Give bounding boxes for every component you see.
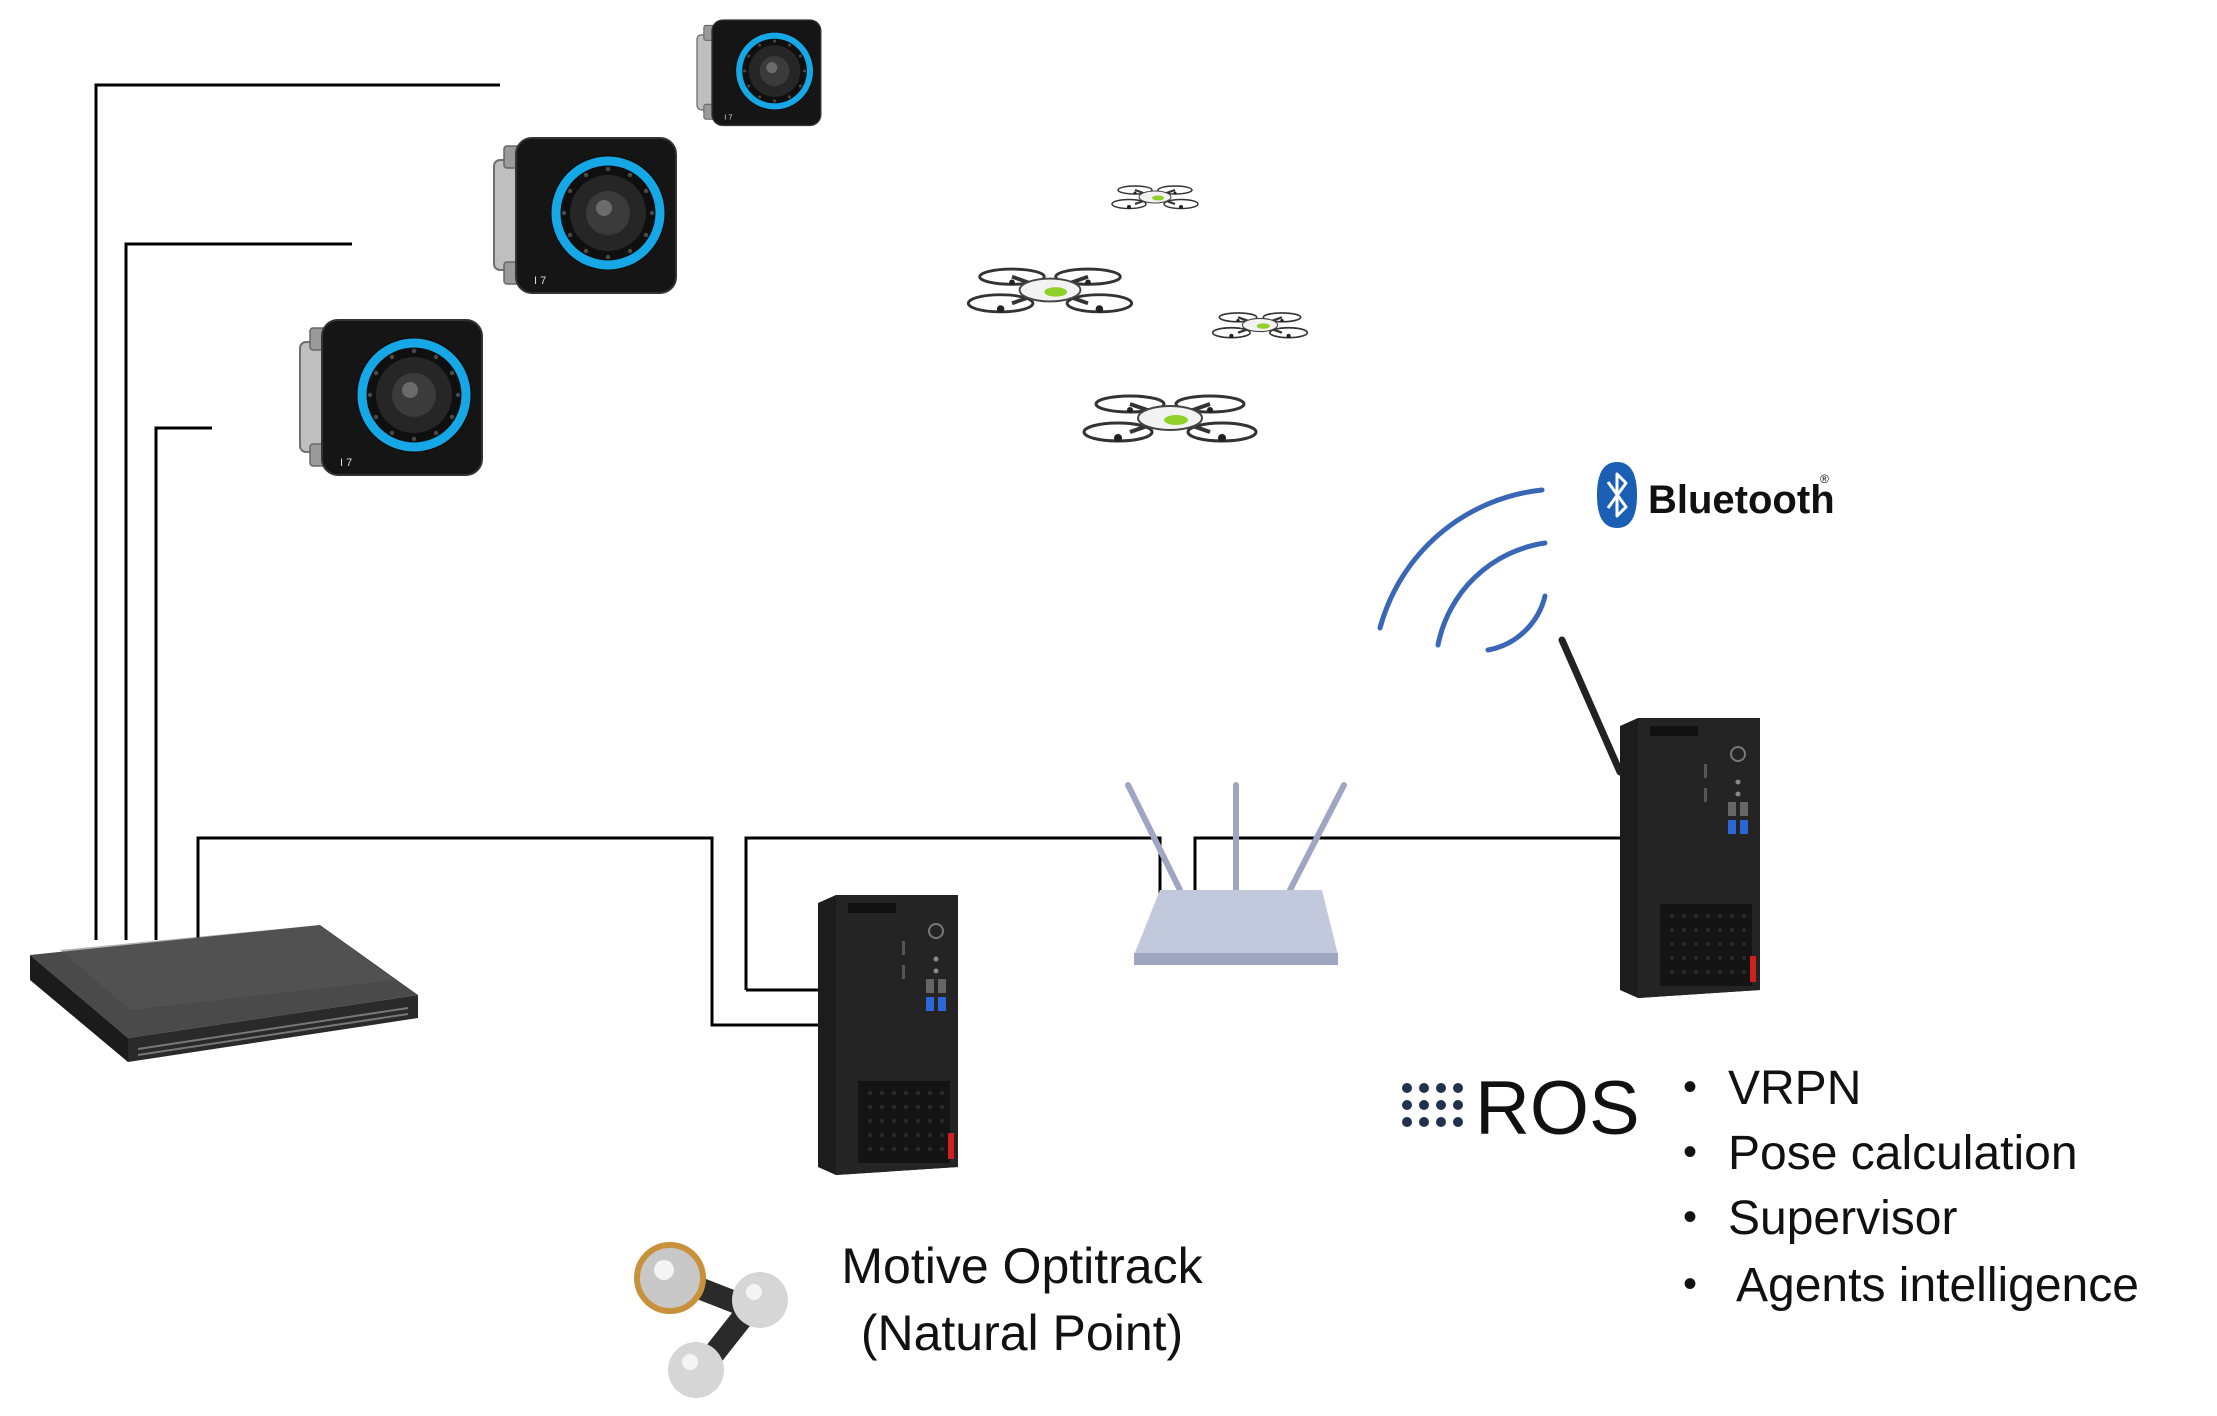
optitrack-camera-1: [697, 20, 821, 125]
optitrack-camera-2: [494, 138, 676, 293]
drone-icon: [1211, 311, 1309, 340]
camera-icon: [494, 138, 676, 293]
drone-swarm: [966, 185, 1309, 444]
bullet-dot: •: [1683, 1130, 1697, 1174]
wireless-signal-icon: [1377, 487, 1548, 653]
ros-logo: ROS: [1402, 1066, 1640, 1151]
bluetooth-logo: Bluetooth ®: [1597, 462, 1835, 528]
ethernet-cables: [94, 83, 1620, 1027]
bluetooth-registered-mark: ®: [1820, 472, 1829, 486]
optitrack-pc: [817, 894, 959, 1176]
network-switch-icon: [30, 925, 418, 1062]
drone-icon: [966, 267, 1134, 315]
ros-logo-text: ROS: [1475, 1066, 1640, 1151]
drone-icon: [1111, 185, 1199, 210]
drone-icon: [1082, 394, 1258, 444]
bluetooth-icon: [1597, 462, 1637, 528]
camera-icon: [697, 20, 821, 125]
bullet-dot: •: [1683, 1195, 1697, 1239]
wifi-router-icon: [1125, 782, 1347, 965]
bullet-dot: •: [1683, 1065, 1697, 1109]
motive-logo: [634, 1242, 788, 1398]
desktop-tower-icon: [1619, 717, 1761, 999]
optitrack-camera-3: [300, 320, 482, 475]
desktop-tower-icon: [817, 894, 959, 1176]
ros-bullet-agents: Agents intelligence: [1736, 1259, 2139, 1312]
ros-feature-list: • VRPN • Pose calculation • Supervisor •…: [1683, 1062, 2139, 1312]
bluetooth-label: Bluetooth: [1648, 478, 1835, 522]
bullet-dot: •: [1683, 1262, 1697, 1306]
ros-bullet-pose: Pose calculation: [1728, 1127, 2078, 1180]
ros-bullet-vrpn: VRPN: [1728, 1062, 1861, 1115]
motive-label-line2: (Natural Point): [861, 1305, 1183, 1361]
ros-bullet-supervisor: Supervisor: [1728, 1192, 1957, 1245]
camera-icon: [300, 320, 482, 475]
ros-pc: [1558, 636, 1761, 999]
motive-label-line1: Motive Optitrack: [841, 1238, 1203, 1294]
